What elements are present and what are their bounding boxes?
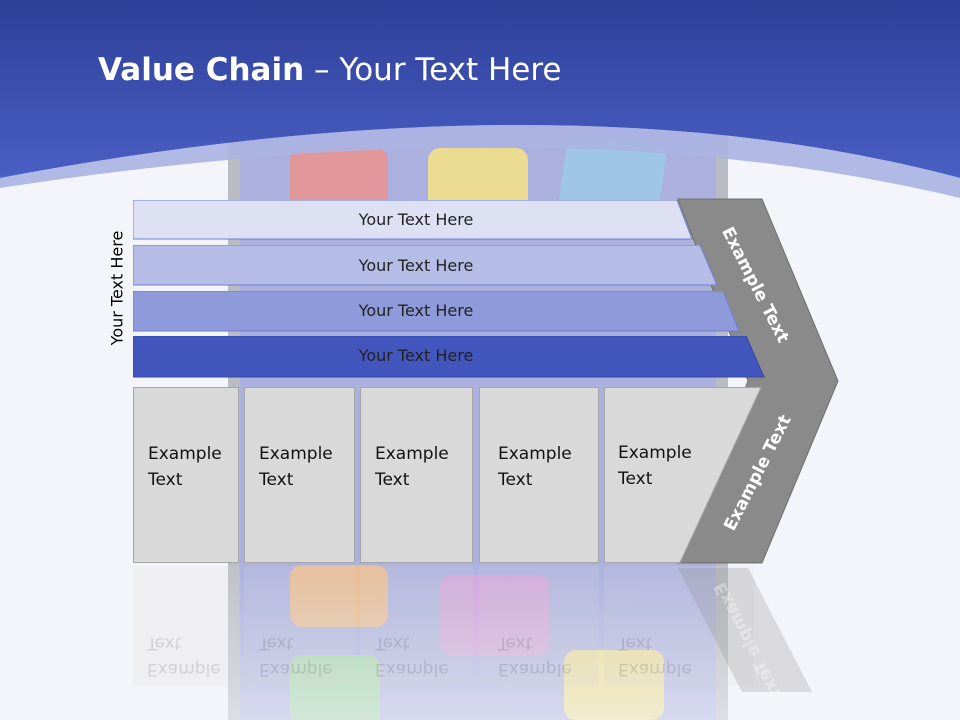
bar-2: Your Text Here [133,245,718,286]
bar-3: Your Text Here [133,291,740,332]
bar-2-shape [133,245,718,286]
example-box-3-line1: Example [375,444,449,464]
example-box-1-line1: Example [148,444,222,464]
title-rest: – Your Text Here [304,52,562,88]
bar-4-label: Your Text Here [358,346,474,365]
example-box-4-line1: Example [498,444,572,464]
bar-2-label: Your Text Here [358,256,474,275]
example-box-3-line2: Text [375,470,410,490]
bar-4-shape [133,336,765,378]
bar-1-label: Your Text Here [358,210,474,229]
vertical-label: Your Text Here [107,230,127,346]
example-box-5-line1: Example [618,443,692,463]
bar-3-shape [133,291,740,332]
bar-4: Your Text Here [133,336,765,378]
bar-1: Your Text Here [133,200,693,240]
example-box-4-line2: Text [498,470,533,490]
example-box-1-line2: Text [148,470,183,490]
bar-3-label: Your Text Here [358,301,474,320]
example-box-2-line2: Text [259,470,294,490]
example-box-5-line2: Text [618,469,653,489]
example-box-5-shape [604,387,762,563]
title-bold: Value Chain [98,52,305,88]
page-title: Value Chain – Your Text Here [98,52,561,88]
example-box-2-line1: Example [259,444,333,464]
bar-1-shape [133,200,693,240]
